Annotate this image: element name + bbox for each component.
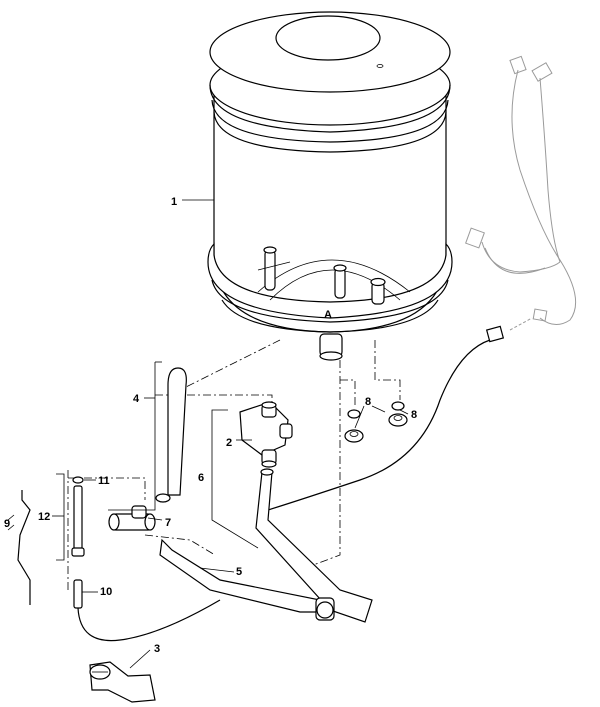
callout-11: 11 xyxy=(98,475,110,487)
probe-assembly xyxy=(7,476,221,642)
callout-2: 2 xyxy=(226,437,232,449)
callout-8-left: 8 xyxy=(365,396,371,408)
hose-part-4 xyxy=(155,367,187,503)
water-tank: A xyxy=(207,11,453,361)
hose-part-6 xyxy=(255,468,373,623)
valve-part-2 xyxy=(239,401,293,468)
tank-mark: A xyxy=(324,309,332,321)
callout-8-right: 8 xyxy=(411,409,417,421)
wiring-harness xyxy=(465,55,577,331)
callout-1: 1 xyxy=(171,196,177,208)
callout-3: 3 xyxy=(154,643,160,655)
callout-10: 10 xyxy=(100,586,112,598)
callout-9: 9 xyxy=(4,518,10,530)
callout-12: 12 xyxy=(38,511,50,523)
assembly-lines xyxy=(67,339,401,590)
power-cable xyxy=(267,325,505,511)
tee-fitting-part-7 xyxy=(108,505,156,531)
callout-6: 6 xyxy=(198,472,204,484)
elbow-hose-part-3 xyxy=(89,661,156,703)
callout-5: 5 xyxy=(236,566,242,578)
callout-4: 4 xyxy=(133,393,140,405)
hose-part-5 xyxy=(159,538,335,621)
nut-washer-part-8-right xyxy=(388,401,408,427)
callout-7: 7 xyxy=(165,517,171,529)
leader-lines xyxy=(52,199,409,669)
nut-washer-part-8-left xyxy=(344,409,364,443)
